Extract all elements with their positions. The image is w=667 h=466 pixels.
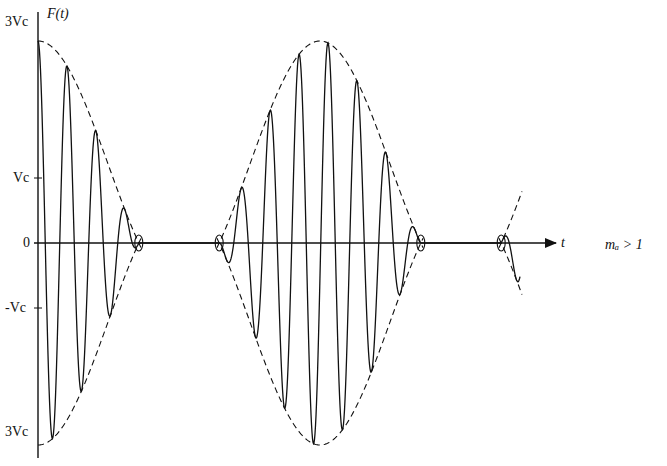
envelope — [217, 41, 423, 248]
axis-label: F(t) — [46, 7, 70, 21]
envelope — [499, 191, 522, 247]
zero-loop — [135, 235, 143, 251]
envelope — [217, 238, 423, 445]
envelope — [499, 238, 522, 294]
modulated-carrier — [38, 41, 520, 444]
zero-loop — [497, 235, 505, 251]
axis-note: t — [560, 236, 566, 250]
level-label: -Vc — [4, 301, 27, 315]
tick — [34, 308, 42, 309]
envelope — [38, 238, 141, 445]
axis-note: mₐ > 1 — [604, 238, 644, 252]
level-label: 0 — [22, 236, 31, 250]
envelope — [38, 41, 141, 248]
level-label: Vc — [12, 171, 30, 185]
vertical-axis — [37, 12, 38, 458]
level-label: 3Vc — [4, 15, 29, 29]
zero-loop — [215, 235, 223, 251]
tick — [34, 178, 42, 179]
level-label: 3Vc — [4, 425, 29, 439]
zero-loop — [417, 235, 425, 251]
